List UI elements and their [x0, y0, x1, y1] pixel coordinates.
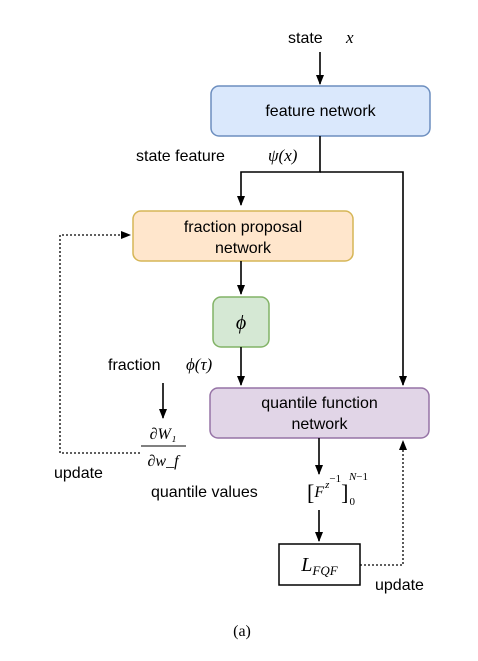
state-variable: x: [345, 28, 354, 47]
fraction-label: fraction: [108, 357, 160, 374]
state-feature-math: ψ(x): [268, 146, 298, 165]
loss-box: [278, 543, 361, 586]
fraction-proposal-network-box: [132, 210, 354, 262]
connector-feature-to-quantile: [320, 171, 407, 386]
phi-symbol: ϕ: [236, 312, 246, 334]
update-label-right: update: [375, 577, 424, 594]
gradient-denominator: ∂w_f: [147, 453, 181, 470]
figure-caption: (a): [233, 623, 251, 640]
fraction-math: ϕ(τ): [186, 355, 213, 374]
state-feature-label: state feature: [136, 148, 225, 165]
fraction-proposal-label-line1: fraction proposal: [184, 219, 302, 236]
quantile-values-label: quantile values: [151, 484, 258, 501]
gradient-numerator: ∂W₁: [150, 426, 177, 443]
quantile-function-label-line1: quantile function: [261, 395, 378, 412]
quantile-function-label-line2: network: [291, 416, 348, 433]
connector-feature-split: [237, 136, 321, 206]
update-label-left: update: [54, 465, 103, 482]
update-loop-right: [360, 440, 407, 566]
update-loop-left: [59, 231, 140, 454]
quantile-values-math: [Fz−1]0N−1: [307, 471, 368, 508]
fraction-proposal-label-line2: network: [215, 240, 272, 257]
state-label: state: [288, 30, 323, 47]
feature-network-label: feature network: [265, 103, 376, 120]
loss-symbol: LFQF: [300, 554, 338, 578]
